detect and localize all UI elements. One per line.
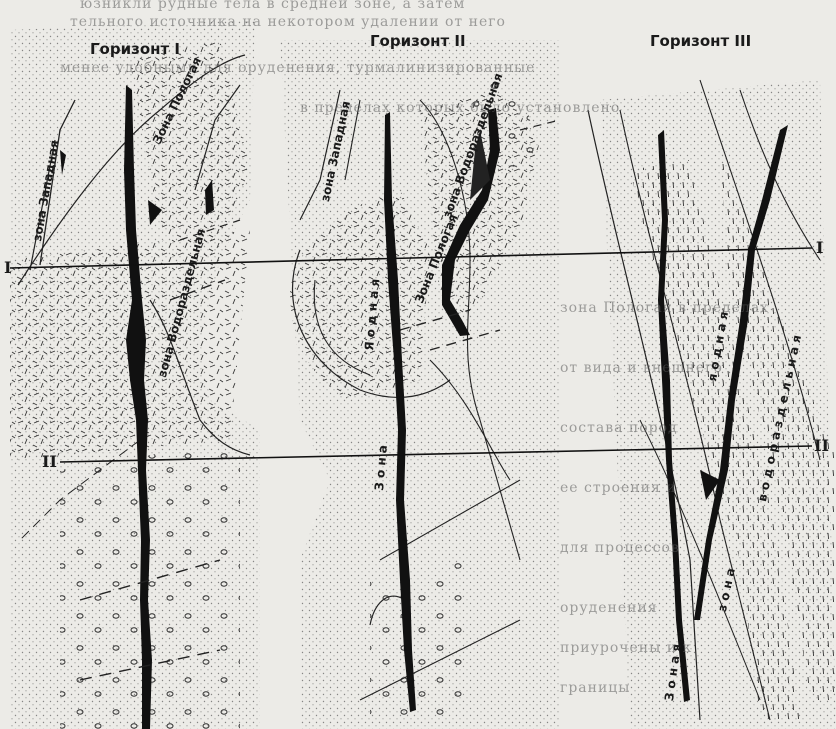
bg-text: зона Пологая в пределах [560, 300, 769, 316]
level-label-1-left: I [4, 258, 11, 277]
bg-text: тельного источника на некотором удалении… [70, 14, 506, 30]
bg-text: для процессов [560, 540, 680, 556]
panel-horizon-1 [10, 20, 260, 729]
bg-text: юзникли рудные тела в средней зоне, а за… [80, 0, 465, 12]
level-label-1-right: I [816, 238, 823, 257]
panel-horizon-2 [280, 40, 560, 729]
level-label-2-left: II [42, 452, 57, 471]
bg-text: состава пород [560, 420, 678, 436]
bg-text: от вида и внешнего [560, 360, 723, 376]
header-horizon-3: Горизонт III [650, 32, 751, 50]
bg-text: оруденения [560, 600, 658, 616]
header-horizon-2: Горизонт II [370, 32, 466, 50]
bg-text: границы [560, 680, 630, 696]
bg-text: менее удобными для оруденения, турмалини… [60, 60, 535, 76]
header-horizon-1: Горизонт I [90, 40, 180, 58]
bg-text: ее строения и [560, 480, 677, 496]
level-label-2-right: II [814, 436, 829, 455]
